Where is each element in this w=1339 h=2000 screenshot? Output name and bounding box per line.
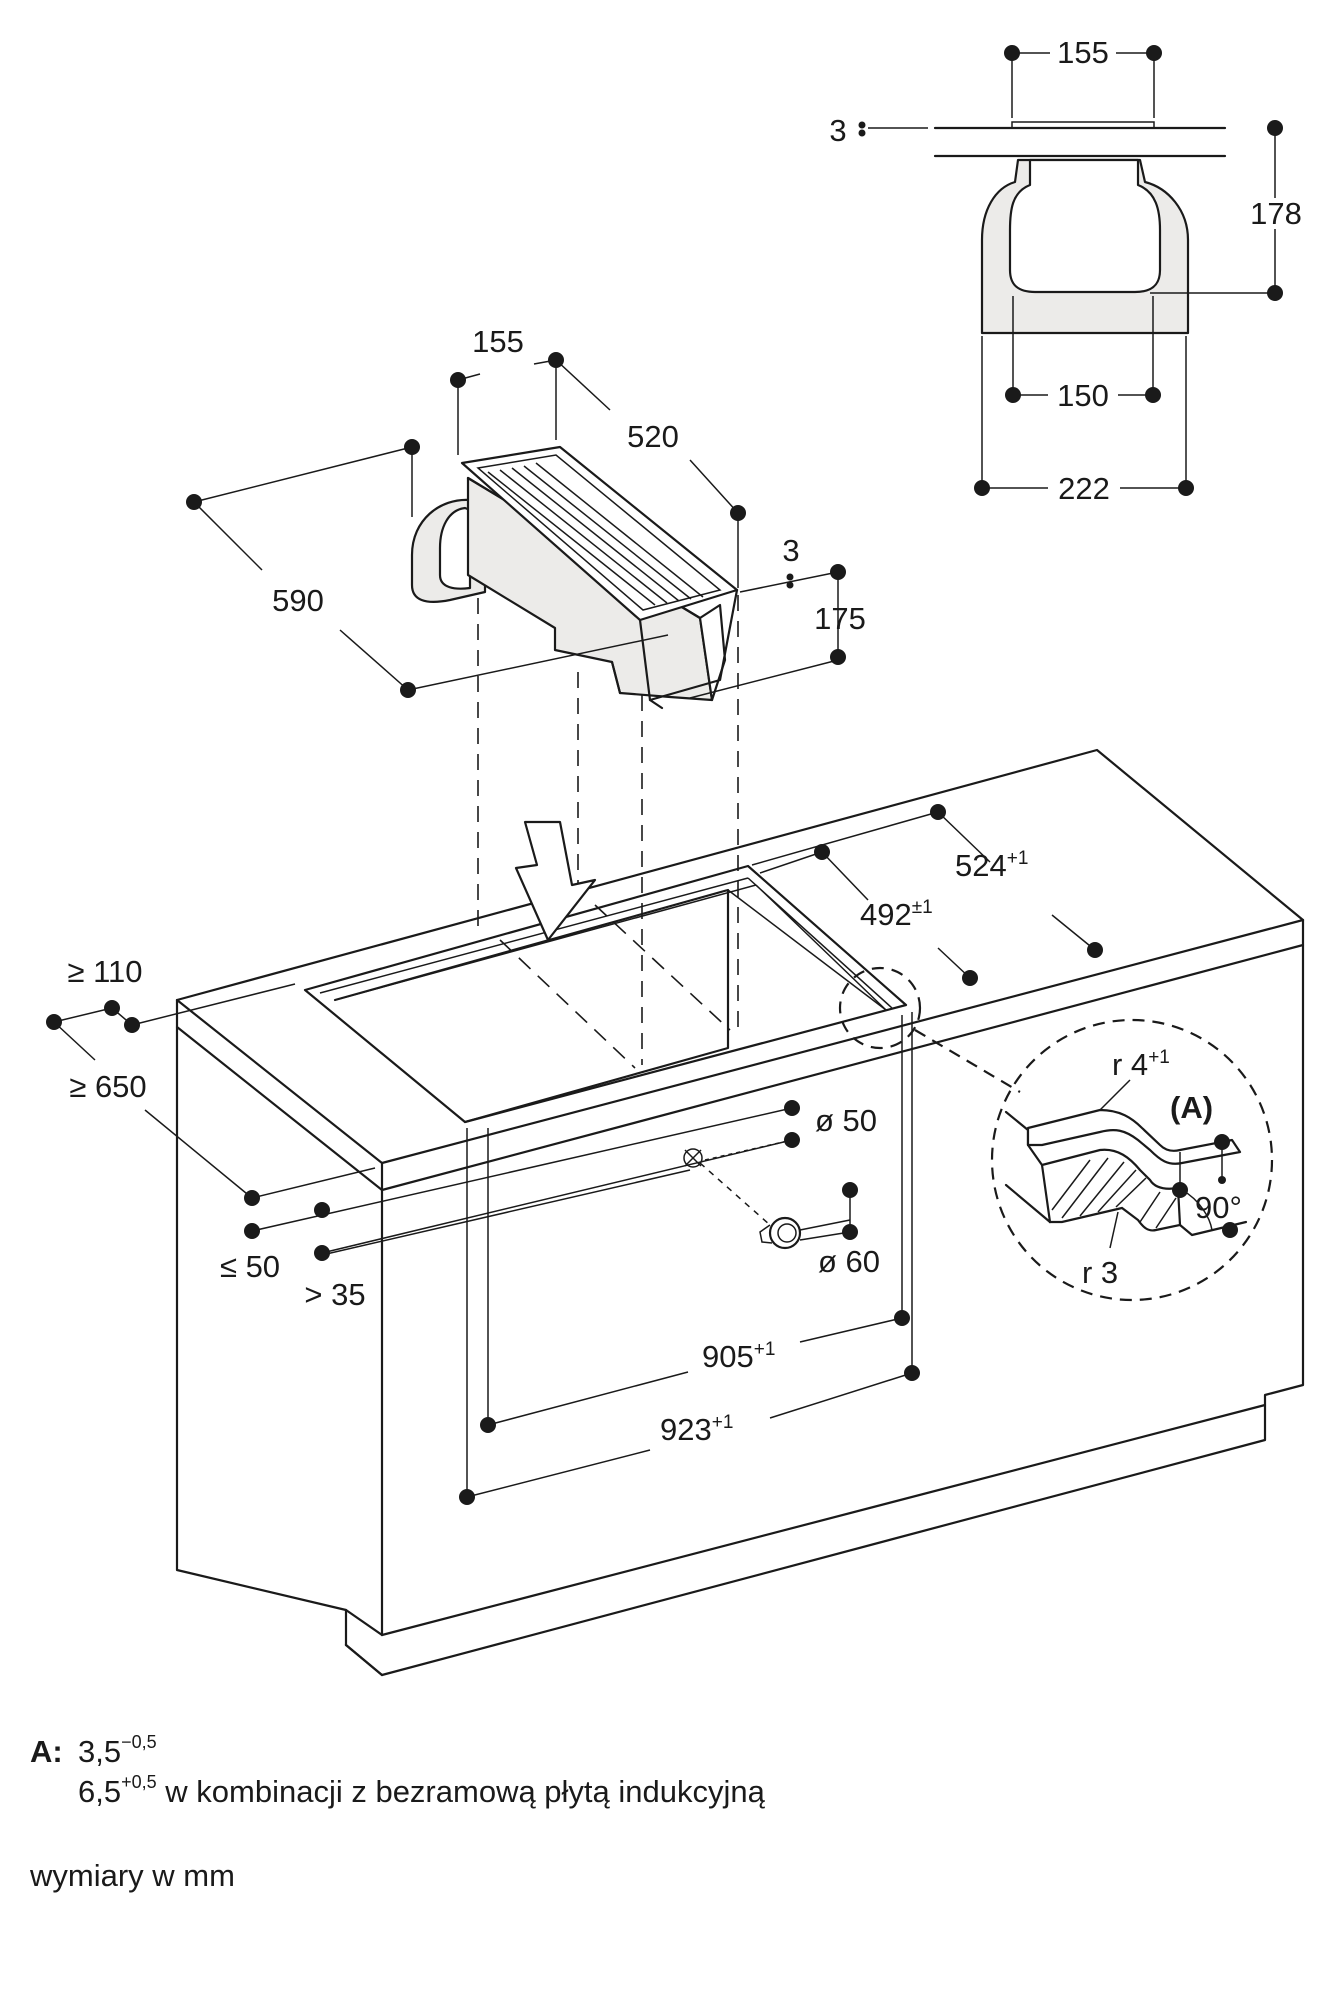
detail-radius-top-label: r 4+1 [1112,1047,1170,1082]
installation-drawing: 155 3 178 150 222 [46,35,1306,1677]
cutout-width-outer-label: 923+1 [660,1412,733,1447]
units-note: wymiary w mm [30,1858,235,1893]
note-a-value-2: 6,5+0,5 w kombinacji z bezramową płytą i… [78,1772,765,1809]
section-flange-label: 3 [829,113,846,148]
note-a-line1: A: 3,5−0,5 [30,1732,1310,1772]
notes: A: 3,5−0,5 6,5+0,5 w kombinacji z bezram… [30,1732,1310,1896]
note-a-value-1: 3,5−0,5 [78,1732,157,1769]
below-top-label: ≤ 50 [220,1249,280,1284]
vent-flange-label: 3 [782,533,799,568]
vent-width-label: 155 [472,324,524,359]
edge-detail: r 4+1 (A) 90° r 3 [838,966,1274,1302]
projection-lines [477,595,739,1069]
detail-angle-label: 90° [1195,1190,1242,1225]
section-inner-width-label: 150 [1057,378,1109,413]
cutout-depth-inner-label: 492±1 [860,897,933,932]
detail-a-label: (A) [1170,1090,1213,1125]
detail-radius-bottom-label: r 3 [1082,1255,1118,1290]
vent-length-label: 520 [627,419,679,454]
vent-height-label: 175 [814,601,866,636]
cabinet [175,748,1305,1677]
front-distance-label: ≥ 110 [67,954,142,989]
vent-unit: 155 520 590 3 175 [186,324,866,710]
below-top-2-label: > 35 [304,1277,365,1312]
note-a-key: A: [30,1734,63,1769]
cutout-width-inner-label: 905+1 [702,1339,775,1374]
cutout-depth-outer-label: 524+1 [955,848,1028,883]
pipe-diameter-60-label: ø 60 [818,1244,880,1279]
duct-cross-section: 155 3 178 150 222 [829,35,1306,506]
worktop-depth-label: ≥ 650 [69,1069,146,1104]
section-outer-width-label: 222 [1058,471,1110,506]
section-height-label: 178 [1250,196,1302,231]
vent-depth-label: 590 [272,583,324,618]
section-top-width-label: 155 [1057,35,1109,70]
cutout-dimensions: 524+1 492±1 905+1 923+1 ≥ 110 [46,804,1103,1505]
note-a-line2: 6,5+0,5 w kombinacji z bezramową płytą i… [30,1772,1310,1812]
pipe-diameter-50-label: ø 50 [815,1103,877,1138]
